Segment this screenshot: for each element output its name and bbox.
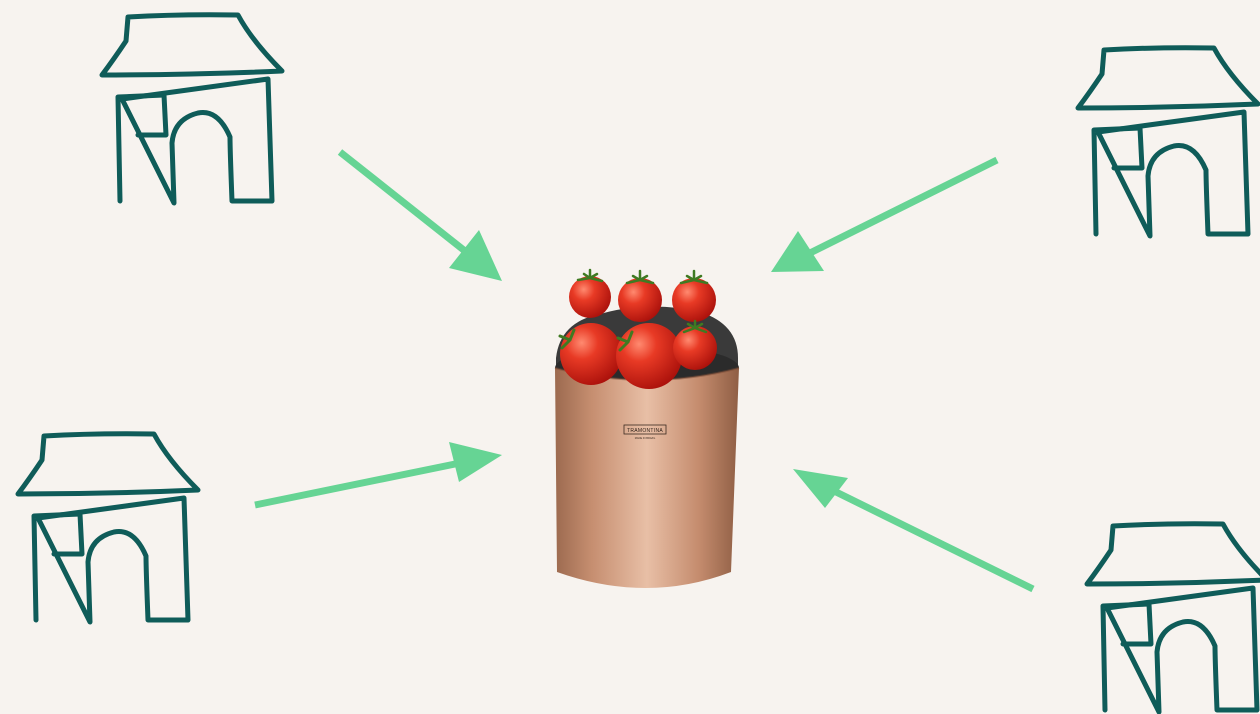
tomato [560,323,622,385]
bin-body [555,368,739,588]
tomato [616,323,682,389]
bin-sub-label: MADE IN BRAZIL [635,436,656,440]
bin-brand-label: TRAMONTINA [627,428,663,434]
